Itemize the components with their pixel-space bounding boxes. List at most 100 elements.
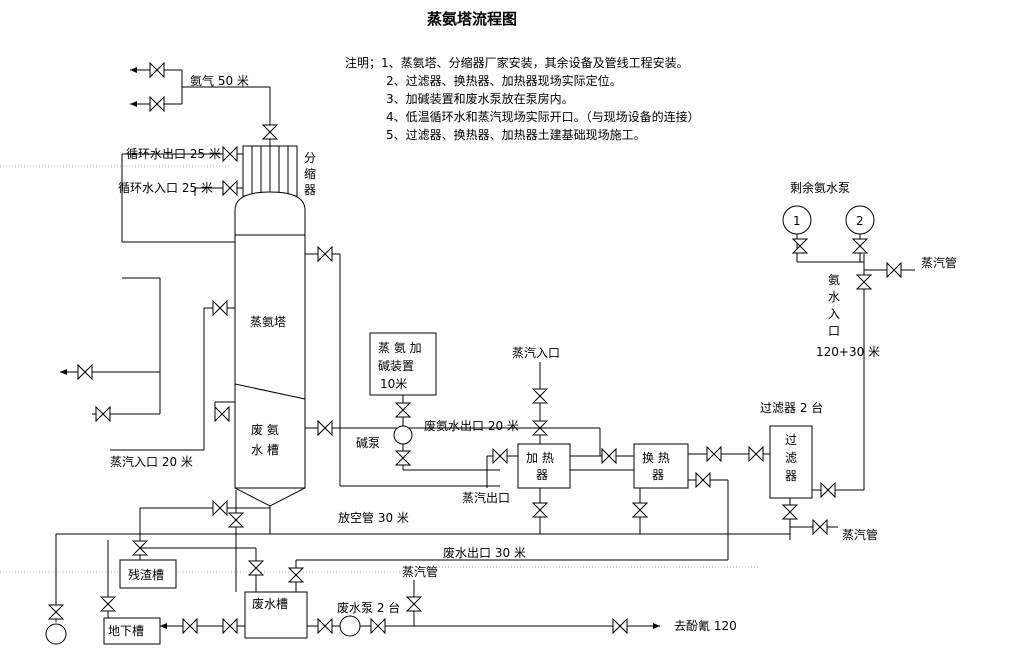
valve-icon (601, 447, 617, 465)
underground-tank (103, 617, 161, 645)
valve-icon (531, 502, 549, 518)
waste-water-tank (244, 591, 308, 639)
valve-icon (247, 560, 265, 576)
valve-icon (855, 274, 873, 290)
valve-icon (77, 363, 93, 381)
valve-icon (212, 299, 228, 317)
ammonia-tower (234, 191, 306, 507)
valve-icon (886, 261, 902, 279)
note-5: 5、过滤器、换热器、加热器土建基础现场施工。 (386, 128, 646, 142)
valve-icon (531, 420, 549, 436)
ammonia-water-in-2: 水 (828, 290, 840, 304)
valve-icon (695, 471, 711, 489)
valve-icon (317, 419, 333, 437)
valve-icon (149, 61, 165, 79)
waste-ammonia-tank-label-1: 废 氨 (251, 422, 279, 437)
valve-icon (222, 145, 238, 163)
ammonia-water-length: 120+30 米 (816, 345, 880, 359)
valve-icon (47, 604, 65, 620)
ammonia-water-in-1: 氨 (828, 273, 840, 287)
alkali-unit-label-1: 蒸 氨 加 (378, 341, 422, 355)
to-phenol-label: 去酚氰 120 (674, 618, 737, 633)
valve-icon (748, 445, 764, 463)
alkali-unit-label-2: 碱装置 (378, 359, 414, 373)
filter (769, 425, 813, 499)
steam-pipe-bottom-label: 蒸汽管 (402, 564, 438, 579)
steam-inlet-label: 蒸汽入口 (512, 345, 560, 360)
valve-icon (95, 405, 111, 423)
ammonia-water-in-3: 入 (828, 307, 840, 321)
ammonia-water-in-4: 口 (828, 324, 840, 338)
waste-water-tank-label: 废水槽 (252, 596, 288, 611)
note-4: 4、低温循环水和蒸汽现场实际开口。（与现场设备的连接） (386, 109, 700, 124)
valve-icon (706, 445, 722, 463)
diagram-title: 蒸氨塔流程图 (427, 10, 517, 28)
valve-icon (287, 567, 305, 583)
heater-label-1: 加 热 (526, 451, 554, 465)
alkali-unit-label-3: 10米 (380, 377, 407, 391)
underground-pump (45, 623, 67, 645)
exchanger-label-2: 器 (652, 468, 664, 482)
valve-icon (394, 402, 412, 418)
filter-label-1: 过 (785, 433, 797, 447)
waste-ammonia-tank-label-2: 水 槽 (251, 443, 279, 457)
valve-icon (212, 499, 228, 517)
alkali-pump-label: 碱泵 (356, 436, 380, 450)
condenser-label-2: 缩 (304, 166, 316, 181)
waste-water-pump (339, 615, 361, 637)
valve-icon (317, 617, 333, 635)
waste-pump-label: 废水泵 2 台 (337, 600, 400, 615)
steam-outlet-label: 蒸汽出口 (462, 490, 510, 505)
valve-icon (99, 596, 117, 612)
residue-tank (119, 559, 177, 589)
condenser-label-1: 分 (304, 151, 316, 165)
valve-icon (149, 95, 165, 113)
waste-water-out-label: 废水出口 30 米 (443, 545, 526, 560)
condenser-label-3: 器 (304, 183, 316, 197)
underground-tank-label: 地下槽 (108, 624, 144, 638)
valve-icon (317, 245, 333, 263)
tower-label: 蒸氨塔 (250, 315, 286, 329)
steam-in-tower-label: 蒸汽入口 20 米 (110, 454, 193, 469)
filter-count-label: 过滤器 2 台 (760, 400, 823, 415)
exchanger-label-1: 换 热 (642, 451, 670, 465)
note-1: 注明；1、蒸氨塔、分缩器厂家安装，其余设备及管线工程安装。 (345, 55, 689, 70)
note-3: 3、加碱装置和废水泵放在泵房内。 (386, 91, 574, 106)
valve-icon (612, 617, 628, 635)
ammonia-gas-label: 氨气 50 米 (190, 73, 249, 88)
steam-pipe-right-label: 蒸汽管 (921, 255, 957, 270)
valve-icon (131, 540, 149, 556)
valves (47, 61, 902, 635)
heater-label-2: 器 (536, 468, 548, 482)
valve-icon (791, 238, 809, 254)
cooling-in-label: 循环水入口 25 米 (118, 181, 213, 195)
condenser (242, 145, 298, 197)
valve-icon (851, 238, 869, 254)
filter-label-3: 器 (785, 469, 797, 483)
valve-icon (182, 617, 198, 635)
valve-icon (631, 502, 649, 518)
heater (517, 443, 571, 489)
pump-2-label: 2 (856, 214, 864, 228)
valve-icon (531, 388, 549, 404)
valve-icon (261, 124, 279, 140)
valve-icon (405, 596, 423, 612)
residue-tank-label: 残渣槽 (128, 568, 164, 582)
valve-icon (227, 512, 245, 528)
valve-icon (214, 405, 230, 423)
heat-exchanger (633, 443, 689, 489)
alkali-pump (393, 425, 413, 445)
valve-icon (222, 179, 238, 197)
waste-ammonia-out-label: 废氨水出口 20 米 (424, 418, 519, 433)
valve-icon (222, 617, 238, 635)
note-2: 2、过滤器、换热器、加热器现场实际定位。 (386, 73, 622, 88)
valve-icon (492, 447, 508, 465)
valve-icon (394, 450, 412, 466)
pump-1-label: 1 (793, 214, 801, 228)
valve-icon (781, 504, 799, 520)
pumps-label: 剩余氨水泵 (790, 180, 850, 195)
steam-pipe-filter-label: 蒸汽管 (842, 527, 878, 542)
cooling-out-label: 循环水出口 25 米 (126, 147, 221, 161)
valve-icon (820, 481, 836, 499)
